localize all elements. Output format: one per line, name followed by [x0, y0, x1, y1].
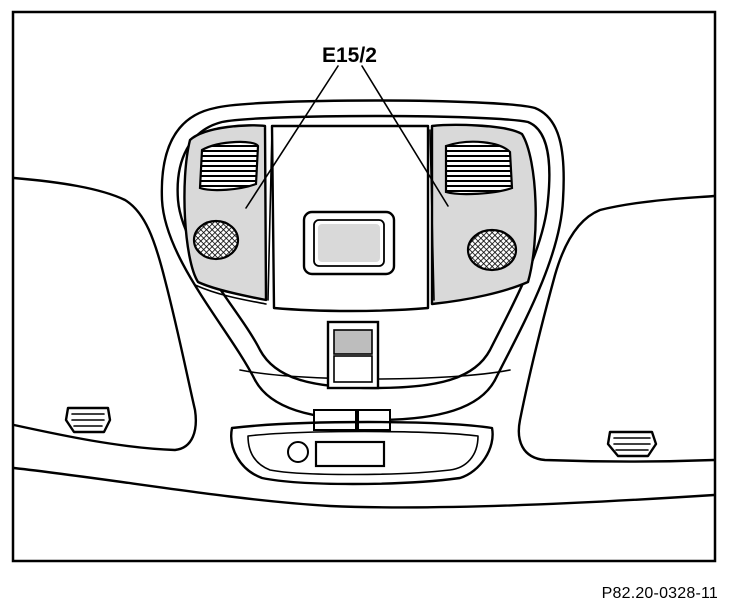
callout-label-e15-2: E15/2 [322, 44, 377, 67]
lower-control-strip [230, 420, 494, 486]
headliner [12, 176, 716, 509]
left-speaker-grille [192, 219, 240, 261]
right-speaker-grille [466, 228, 518, 272]
right-air-vent [444, 140, 514, 196]
callout-leader-lines [245, 65, 449, 209]
left-visor-clip [64, 406, 112, 434]
right-visor-clip [606, 430, 658, 458]
left-air-vent [198, 140, 260, 192]
center-panel [267, 124, 435, 313]
display-window [314, 440, 386, 468]
dome-lamp [302, 210, 396, 276]
center-switch [326, 320, 380, 390]
diagram-frame [11, 10, 717, 563]
reference-code: P82.20-0328-11 [601, 585, 718, 602]
knob [287, 441, 309, 463]
rocker-switches [313, 409, 391, 431]
